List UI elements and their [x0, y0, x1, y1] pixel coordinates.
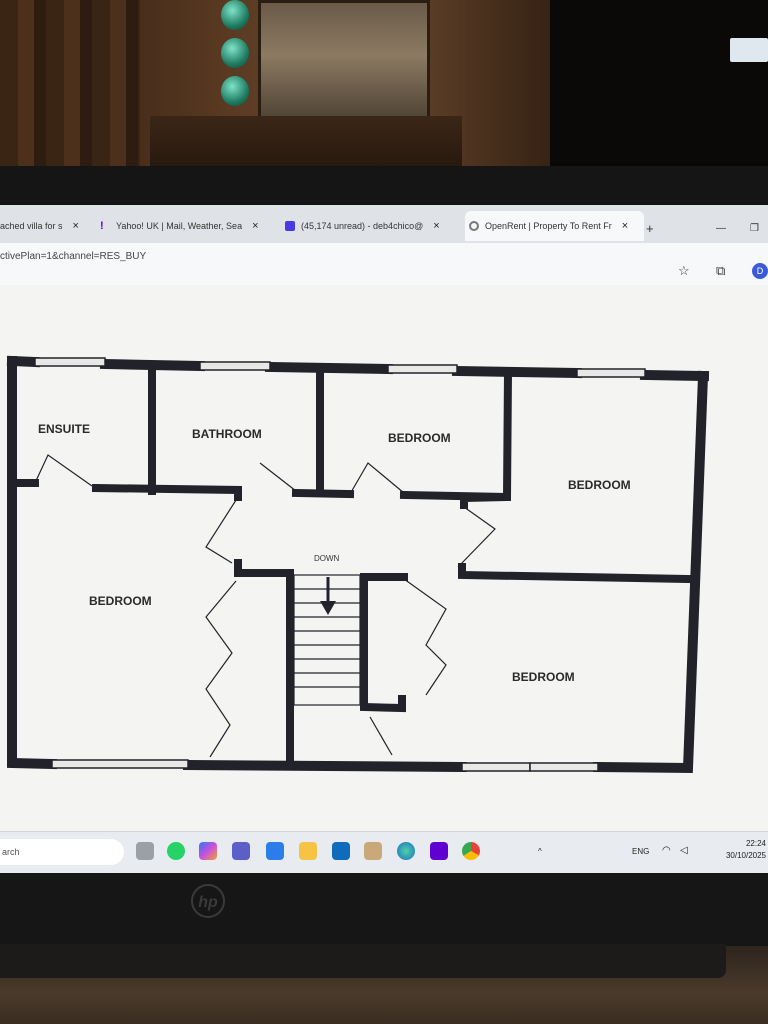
- restore-button[interactable]: ❐: [750, 223, 759, 234]
- door-cupboard: [403, 578, 447, 696]
- close-icon[interactable]: ×: [252, 220, 259, 232]
- chrome-icon[interactable]: [462, 842, 480, 860]
- wifi-icon[interactable]: ◠: [662, 845, 671, 856]
- chevron-up-icon[interactable]: ^: [538, 847, 542, 856]
- close-icon[interactable]: ×: [621, 220, 629, 232]
- room-label-bathroom: BATHROOM: [192, 427, 262, 441]
- door-bedroom-top: [349, 462, 405, 495]
- tab-title: (45,174 unread) - deb4chico@: [301, 221, 424, 231]
- taskbar-search[interactable]: arch: [0, 839, 124, 865]
- search-text: arch: [2, 847, 20, 857]
- bookmark-star-icon[interactable]: ☆: [678, 263, 690, 278]
- address-bar: ctivePlan=1&channel=RES_BUY ☆ ⧉ D: [0, 243, 768, 286]
- door-stairs: [369, 716, 393, 756]
- whatsapp-icon[interactable]: [167, 842, 185, 860]
- minimize-button[interactable]: —: [716, 223, 726, 234]
- window: [461, 762, 531, 772]
- room-label-bedroom-right: BEDROOM: [568, 478, 631, 492]
- close-icon[interactable]: ×: [72, 220, 79, 232]
- store-icon[interactable]: [266, 842, 284, 860]
- yahoo-icon[interactable]: [430, 842, 448, 860]
- mail-favicon: [285, 221, 295, 231]
- door-bathroom: [205, 462, 297, 564]
- laptop-chin: [0, 873, 768, 946]
- wardrobe-doors: [205, 580, 237, 758]
- outer-wall-sides: [7, 356, 709, 774]
- teams-icon[interactable]: [232, 842, 250, 860]
- wall-bedroom-bottom: [399, 490, 508, 509]
- door-ensuite: [34, 454, 93, 487]
- window: [529, 762, 599, 772]
- wall-cupboard: [360, 573, 408, 713]
- tab-property[interactable]: ached villa for s ×: [0, 211, 90, 241]
- television: [550, 0, 768, 185]
- outlook-icon[interactable]: [332, 842, 350, 860]
- hp-logo: hp: [191, 884, 225, 918]
- down-arrow-icon: [320, 601, 336, 615]
- tab-strip: ached villa for s × ! Yahoo! UK | Mail, …: [0, 205, 768, 243]
- floor-plan: ENSUITE BATHROOM BEDROOM BEDROOM BEDROOM…: [6, 355, 710, 774]
- taskbar: arch ^ ENG ◠ ◁ 22:24 30/10/2025: [0, 831, 768, 873]
- door-bedroom-right: [457, 506, 496, 568]
- extensions-icon[interactable]: ⧉: [716, 263, 726, 278]
- wall-bedroom-bedroom: [502, 367, 513, 502]
- tab-mail[interactable]: (45,174 unread) - deb4chico@ ×: [285, 211, 455, 241]
- chrome-favicon: [469, 221, 479, 231]
- profile-avatar[interactable]: D: [752, 263, 768, 279]
- lamp-base-top: [221, 0, 249, 30]
- wall-painting: [258, 0, 430, 122]
- gallery-icon[interactable]: [364, 842, 382, 860]
- system-clock[interactable]: 22:24 30/10/2025: [712, 838, 766, 862]
- window: [576, 368, 646, 378]
- wall-bedroom-right-bottom: [458, 563, 695, 584]
- room-label-bedroom-top: BEDROOM: [388, 431, 451, 445]
- clock-date: 30/10/2025: [725, 851, 766, 860]
- copilot-icon[interactable]: [199, 842, 217, 860]
- laptop-hinge: [0, 944, 726, 978]
- room-label-bedroom-bottom-right: BEDROOM: [512, 670, 575, 684]
- file-explorer-icon[interactable]: [299, 842, 317, 860]
- wall-landing-left: [234, 559, 294, 765]
- window: [34, 357, 106, 367]
- close-icon[interactable]: ×: [433, 220, 440, 232]
- tab-title: Yahoo! UK | Mail, Weather, Sea: [116, 221, 243, 231]
- tab-title: OpenRent | Property To Rent Fr: [485, 221, 612, 231]
- tab-yahoo[interactable]: ! Yahoo! UK | Mail, Weather, Sea ×: [100, 211, 270, 241]
- clock-time: 22:24: [745, 839, 766, 848]
- lamp-base-bottom: [221, 76, 249, 106]
- url-text[interactable]: ctivePlan=1&channel=RES_BUY: [0, 251, 147, 262]
- lamp-base-middle: [221, 38, 249, 68]
- new-tab-button[interactable]: +: [646, 221, 654, 236]
- wall-bathroom-bottom: [291, 488, 355, 499]
- tv-screen-glow: [730, 38, 768, 62]
- background-room: [0, 0, 768, 190]
- room-label-bedroom-left: BEDROOM: [89, 594, 152, 608]
- task-view-icon[interactable]: [136, 842, 154, 860]
- page-content: ENSUITE BATHROOM BEDROOM BEDROOM BEDROOM…: [0, 285, 768, 831]
- edge-icon[interactable]: [397, 842, 415, 860]
- volume-icon[interactable]: ◁: [680, 845, 688, 856]
- room-label-ensuite: ENSUITE: [38, 422, 90, 436]
- tab-title: ached villa for s: [0, 221, 63, 231]
- tab-openrent[interactable]: OpenRent | Property To Rent Fr ×: [465, 211, 644, 241]
- wall-ensuite-bottom: [12, 479, 242, 501]
- language-indicator[interactable]: ENG: [632, 847, 650, 856]
- window: [51, 759, 189, 769]
- window: [199, 361, 271, 371]
- window: [387, 364, 458, 374]
- laptop-screen: ached villa for s × ! Yahoo! UK | Mail, …: [0, 205, 768, 873]
- yahoo-favicon: !: [100, 220, 104, 232]
- curtain: [0, 0, 140, 190]
- stairs-down-label: DOWN: [314, 554, 340, 563]
